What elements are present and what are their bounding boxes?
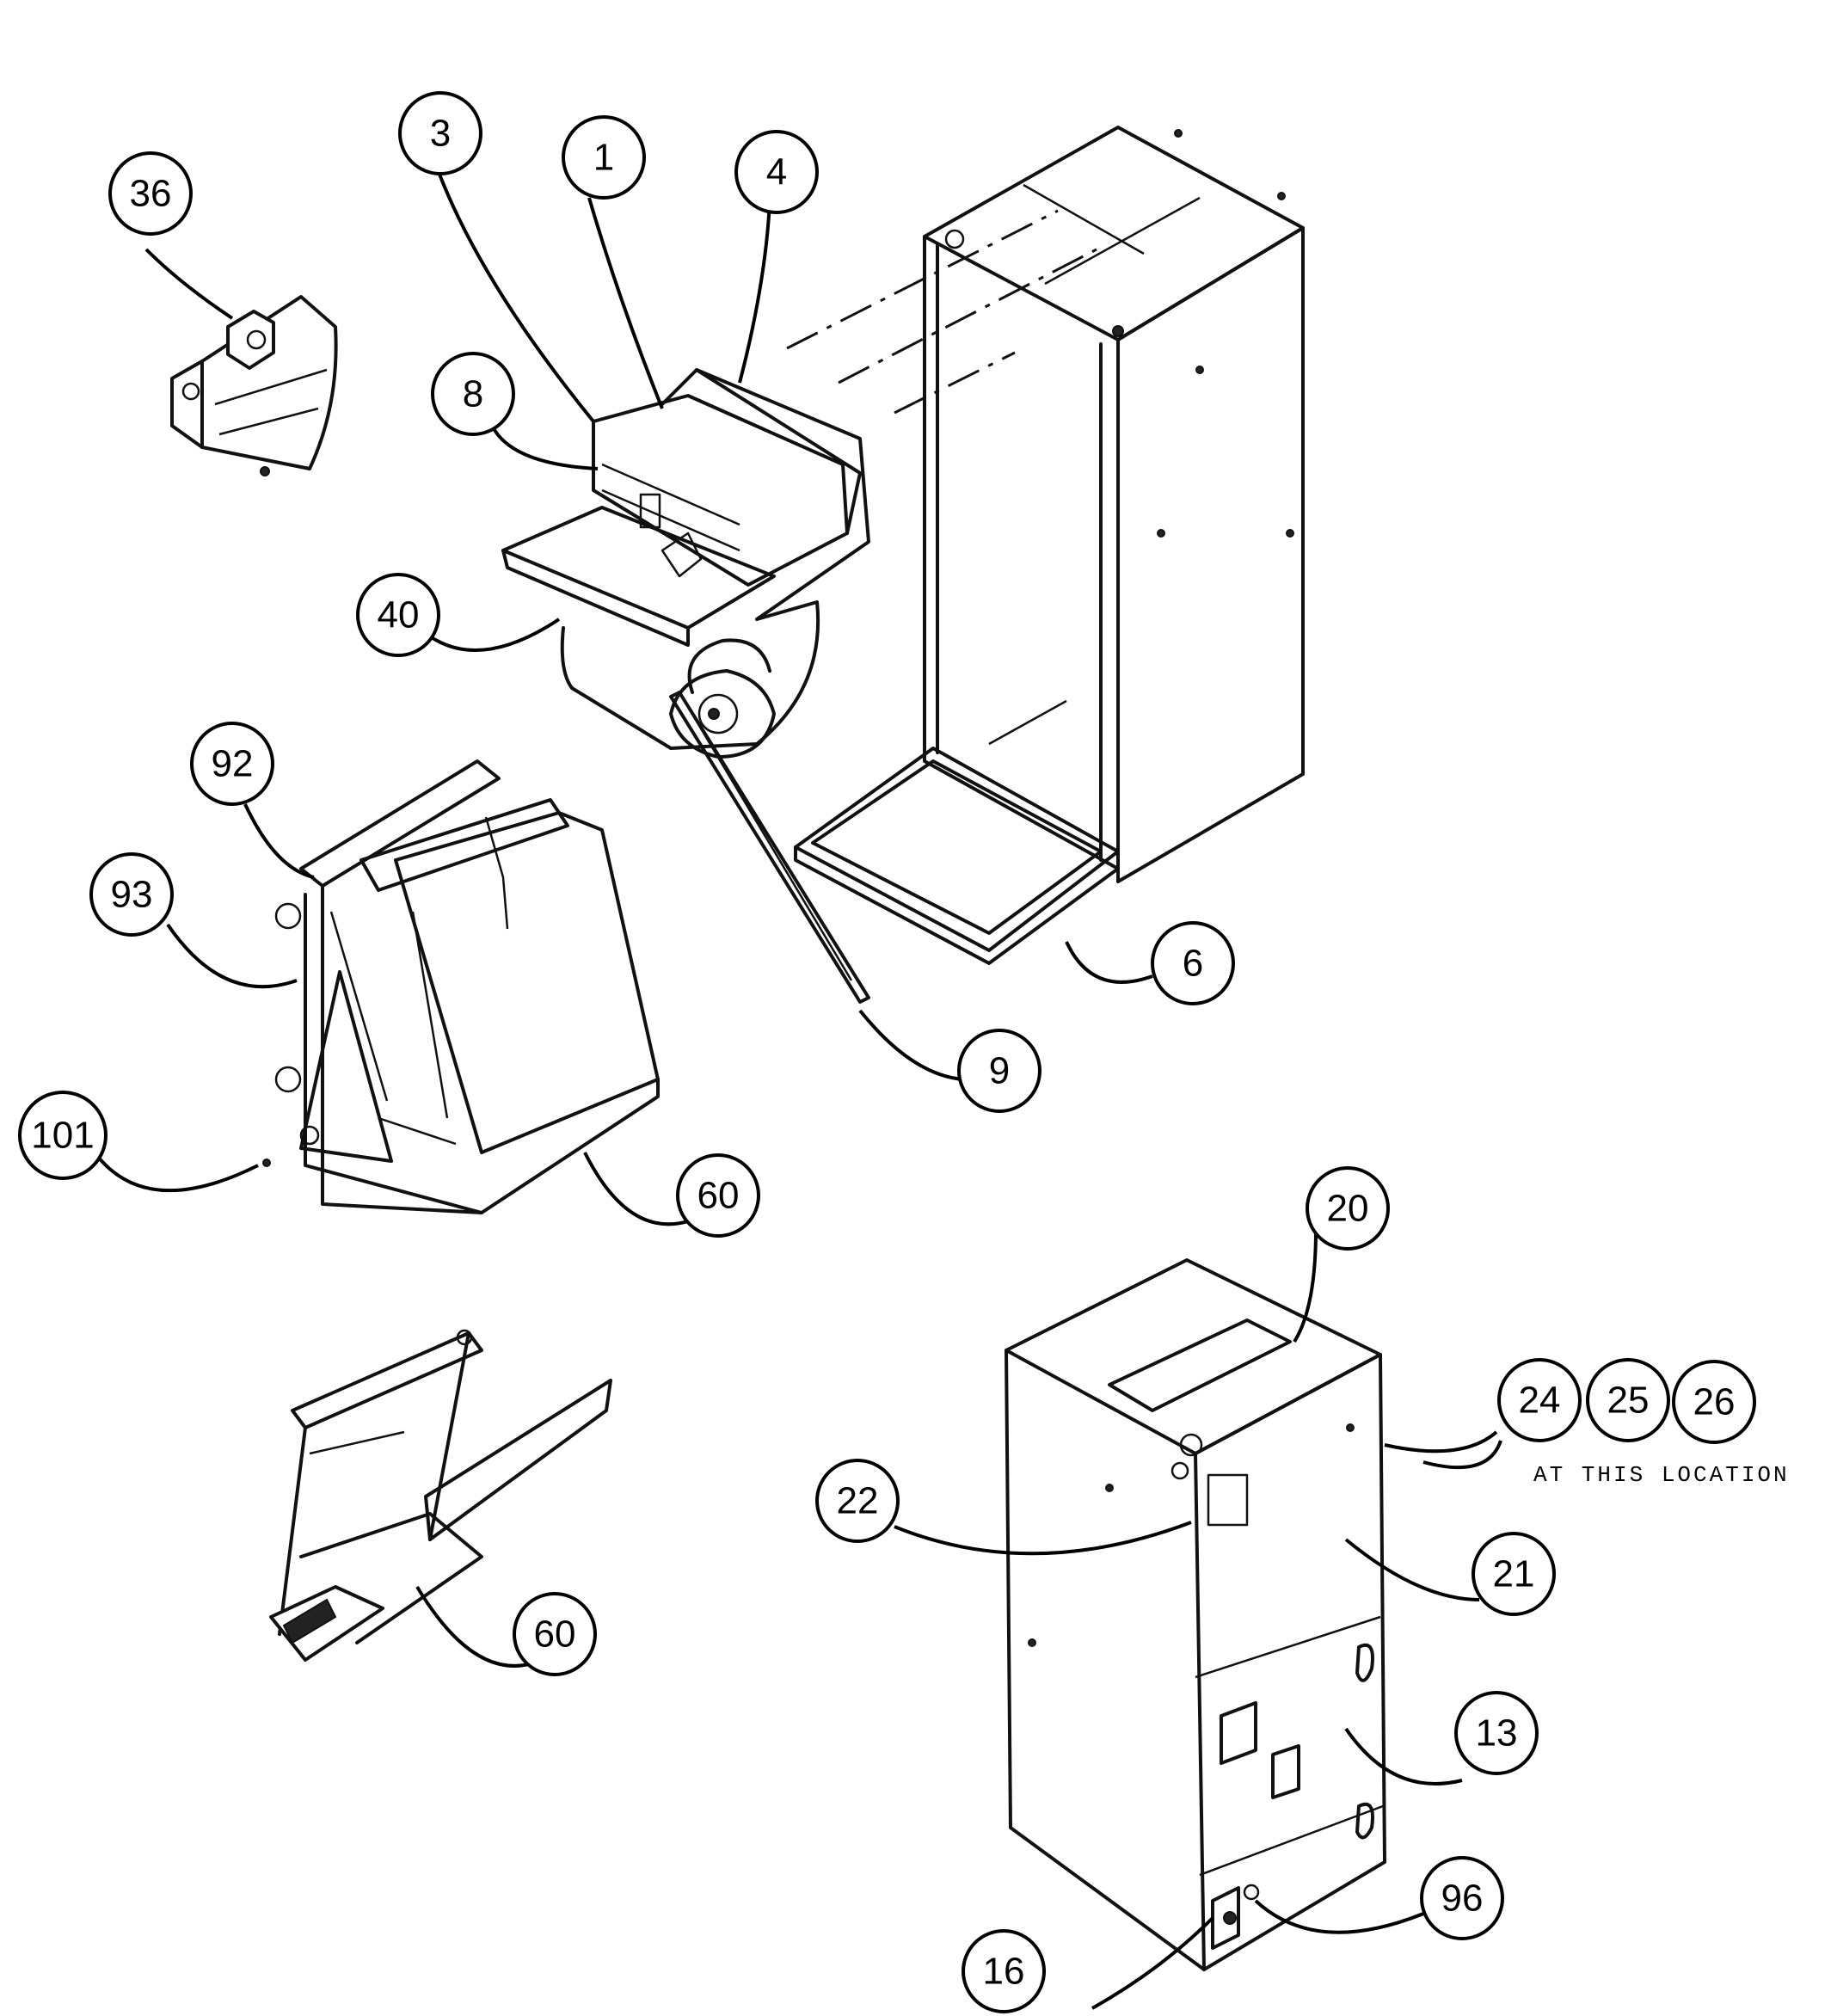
location-leader [1384,1430,1498,1454]
callout-label: 60 [534,1613,576,1656]
callout-label: 13 [1476,1712,1518,1755]
callout-label: 36 [130,173,172,215]
callout-label: 9 [989,1050,1010,1092]
callout-96: 96 [1420,1856,1504,1940]
callout-26: 26 [1672,1360,1756,1444]
callout-40: 40 [356,573,440,657]
callout-label: 3 [430,113,451,155]
callout-36: 36 [108,151,193,236]
callout-label: 26 [1693,1381,1736,1423]
rail-part-9 [669,691,870,1004]
coil-assembly-upper [262,759,660,1214]
callout-6: 6 [1151,921,1235,1005]
callout-25: 25 [1586,1358,1670,1442]
callout-label: 24 [1519,1380,1561,1422]
callout-label: 93 [111,874,153,916]
callout-3: 3 [398,91,482,175]
callout-label: 101 [31,1115,94,1157]
callout-9: 9 [957,1029,1041,1113]
callout-22: 22 [815,1459,900,1543]
callout-label: 8 [463,373,483,415]
callout-label: 22 [837,1480,879,1522]
callout-24: 24 [1497,1358,1582,1442]
bracket-part-36 [170,295,338,476]
callout-92: 92 [190,722,274,806]
callout-60-lower: 60 [513,1592,597,1676]
callout-label: 1 [593,137,614,179]
callout-16: 16 [962,1929,1046,2013]
location-note: AT THIS LOCATION [1533,1462,1790,1488]
callout-101: 101 [18,1091,108,1180]
callout-1: 1 [562,115,646,200]
callout-20: 20 [1306,1166,1390,1251]
assembled-unit [1005,1258,1386,1971]
callout-label: 60 [697,1175,740,1217]
coil-assembly-lower [269,1329,612,1662]
callout-60-upper: 60 [676,1153,760,1238]
callout-13: 13 [1454,1691,1539,1775]
callout-label: 16 [983,1951,1025,1993]
callout-label: 21 [1493,1553,1535,1595]
callout-label: 96 [1441,1878,1484,1920]
callout-4: 4 [734,130,819,214]
cabinet-frame-part-6 [786,126,1305,965]
callout-93: 93 [89,852,174,937]
callout-21: 21 [1472,1532,1556,1616]
callout-label: 6 [1183,943,1203,985]
callout-label: 92 [212,743,254,785]
callout-label: 4 [766,151,787,194]
callout-label: 25 [1607,1380,1650,1422]
leader-lines [93,171,1502,2010]
callout-8: 8 [431,352,515,436]
callout-label: 20 [1327,1188,1369,1230]
blower-assembly [501,368,870,759]
callout-label: 40 [378,594,420,636]
